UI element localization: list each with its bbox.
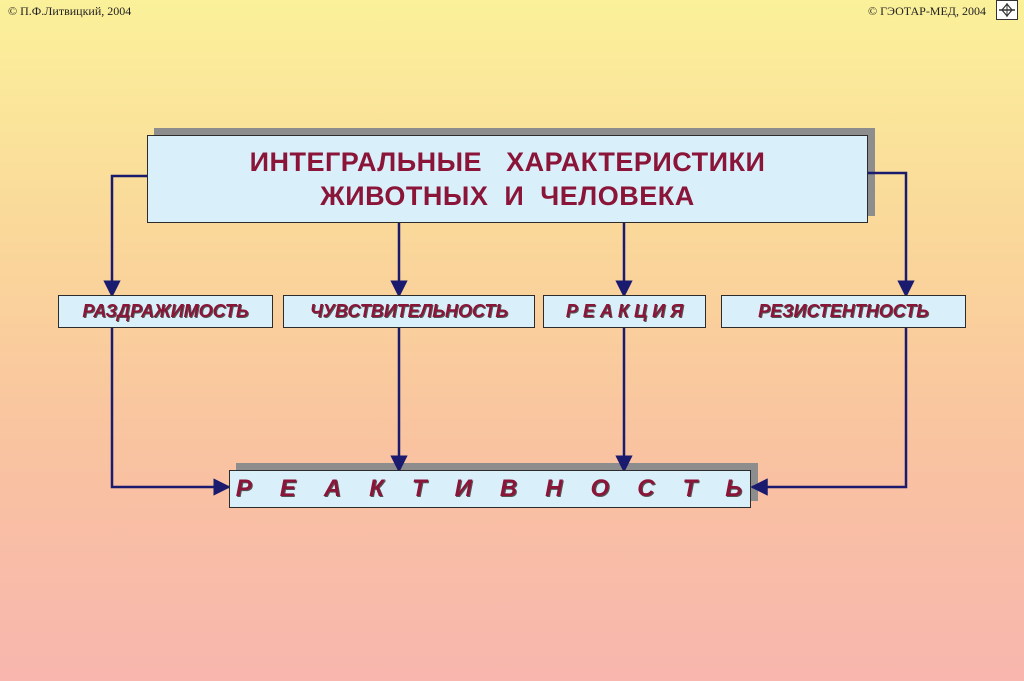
title-line-1: ИНТЕГРАЛЬНЫЕ ХАРАКТЕРИСТИКИ [249,147,766,177]
copyright-publisher: © ГЭОТАР-МЕД, 2004 [867,4,986,18]
connector-title-to-resistance [868,171,915,298]
property-label: РАЗДРАЖИМОСТЬ [82,301,249,321]
property-label: РЕЗИСТЕНТНОСТЬ [758,301,929,321]
copyright-author: © П.Ф.Литвицкий, 2004 [8,4,132,18]
property-box-sensitivity: ЧУВСТВИТЕЛЬНОСТЬ [283,295,535,328]
property-label: Р Е А К Ц И Я [565,301,684,321]
title-line-2: ЖИВОТНЫХ И ЧЕЛОВЕКА [320,181,695,211]
property-box-irritability: РАЗДРАЖИМОСТЬ [58,295,273,328]
connector-irritability-to-result [110,328,231,496]
property-box-reaction: Р Е А К Ц И Я [543,295,706,328]
property-label: ЧУВСТВИТЕЛЬНОСТЬ [309,301,509,321]
connector-resistance-to-result [750,328,908,496]
integral-characteristics-box: ИНТЕГРАЛЬНЫЕ ХАРАКТЕРИСТИКИ ЖИВОТНЫХ И Ч… [147,135,868,223]
publisher-logo-icon [996,0,1018,20]
reactivity-box: Р Е А К Т И В Н О С Т Ь [229,470,751,508]
connector-title-to-irritability [103,174,147,298]
property-box-resistance: РЕЗИСТЕНТНОСТЬ [721,295,966,328]
reactivity-label: Р Е А К Т И В Н О С Т Ь [235,475,745,502]
